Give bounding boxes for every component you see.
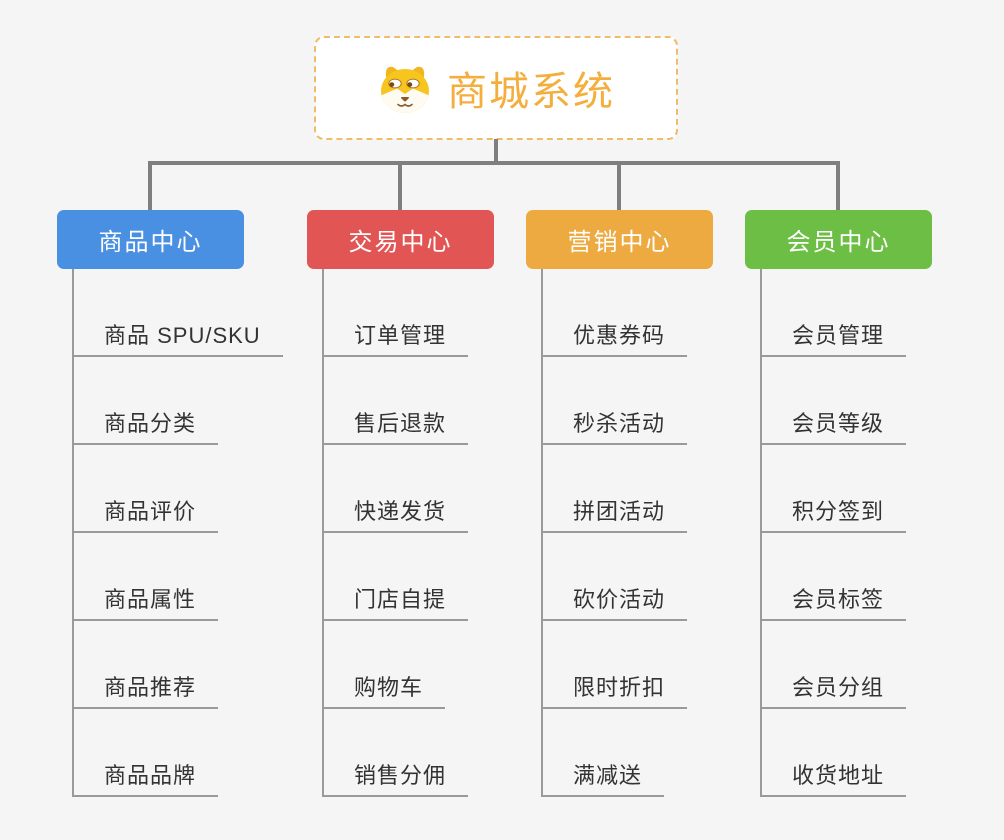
leaf-node[interactable]: 会员分组: [762, 621, 907, 709]
leaf-node[interactable]: 门店自提: [324, 533, 469, 621]
leaf-label: 销售分佣: [354, 763, 447, 788]
leaf-label: 快递发货: [354, 499, 447, 524]
leaf-node[interactable]: 满减送: [543, 709, 665, 797]
leaf-label: 商品属性: [104, 587, 197, 612]
leaf-node[interactable]: 商品品牌: [74, 709, 219, 797]
leaf-node[interactable]: 订单管理: [324, 269, 469, 357]
root-title: 商城系统: [447, 70, 615, 114]
leaf-label: 拼团活动: [573, 499, 666, 524]
leaf-node[interactable]: 商品分类: [74, 357, 219, 445]
leaf-label: 商品推荐: [104, 675, 197, 700]
leaf-label: 订单管理: [354, 323, 447, 348]
leaf-label: 商品 SPU/SKU: [104, 323, 261, 348]
leaf-label: 积分签到: [792, 499, 885, 524]
leaf-label: 售后退款: [354, 411, 447, 436]
leaf-node[interactable]: 快递发货: [324, 445, 469, 533]
leaf-node[interactable]: 商品推荐: [74, 621, 219, 709]
leaf-label: 收货地址: [792, 763, 885, 788]
leaf-column: 优惠券码秒杀活动拼团活动砍价活动限时折扣满减送: [541, 269, 688, 797]
connector-branch-drop: [148, 161, 152, 214]
leaf-column: 会员管理会员等级积分签到会员标签会员分组收货地址: [760, 269, 907, 797]
leaf-label: 门店自提: [354, 587, 447, 612]
leaf-label: 商品品牌: [104, 763, 197, 788]
leaf-label: 商品分类: [104, 411, 197, 436]
leaf-node[interactable]: 商品评价: [74, 445, 219, 533]
leaf-node[interactable]: 售后退款: [324, 357, 469, 445]
leaf-node[interactable]: 秒杀活动: [543, 357, 688, 445]
connector-branch-drop: [398, 161, 402, 214]
leaf-label: 优惠券码: [573, 323, 666, 348]
leaf-label: 限时折扣: [573, 675, 666, 700]
doge-icon: [377, 62, 433, 114]
branch-node[interactable]: 商品中心: [57, 210, 244, 269]
leaf-column: 商品 SPU/SKU 商品分类商品评价商品属性商品推荐商品品牌: [72, 269, 283, 797]
leaf-label: 秒杀活动: [573, 411, 666, 436]
leaf-node[interactable]: 优惠券码: [543, 269, 688, 357]
connector-branch-drop: [617, 161, 621, 214]
connector-branch-drop: [836, 161, 840, 214]
leaf-node[interactable]: 积分签到: [762, 445, 907, 533]
leaf-node[interactable]: 会员标签: [762, 533, 907, 621]
connector-horizontal-bar: [148, 161, 840, 165]
leaf-label: 满减送: [573, 763, 643, 788]
leaf-node[interactable]: 购物车: [324, 621, 446, 709]
leaf-label: 会员标签: [792, 587, 885, 612]
leaf-node[interactable]: 销售分佣: [324, 709, 469, 797]
leaf-label: 购物车: [354, 675, 424, 700]
leaf-label: 会员等级: [792, 411, 885, 436]
leaf-node[interactable]: 会员管理: [762, 269, 907, 357]
connector-root-stub: [494, 139, 498, 163]
root-node[interactable]: 商城系统: [314, 36, 678, 140]
leaf-node[interactable]: 收货地址: [762, 709, 907, 797]
branch-node[interactable]: 会员中心: [745, 210, 932, 269]
leaf-column: 订单管理售后退款快递发货门店自提购物车销售分佣: [322, 269, 469, 797]
leaf-node[interactable]: 限时折扣: [543, 621, 688, 709]
leaf-node[interactable]: 商品 SPU/SKU: [74, 269, 283, 357]
leaf-node[interactable]: 砍价活动: [543, 533, 688, 621]
leaf-node[interactable]: 商品属性: [74, 533, 219, 621]
leaf-node[interactable]: 会员等级: [762, 357, 907, 445]
branch-node[interactable]: 交易中心: [307, 210, 494, 269]
leaf-label: 商品评价: [104, 499, 197, 524]
leaf-label: 会员管理: [792, 323, 885, 348]
leaf-node[interactable]: 拼团活动: [543, 445, 688, 533]
leaf-label: 会员分组: [792, 675, 885, 700]
branch-node[interactable]: 营销中心: [526, 210, 713, 269]
leaf-label: 砍价活动: [573, 587, 666, 612]
